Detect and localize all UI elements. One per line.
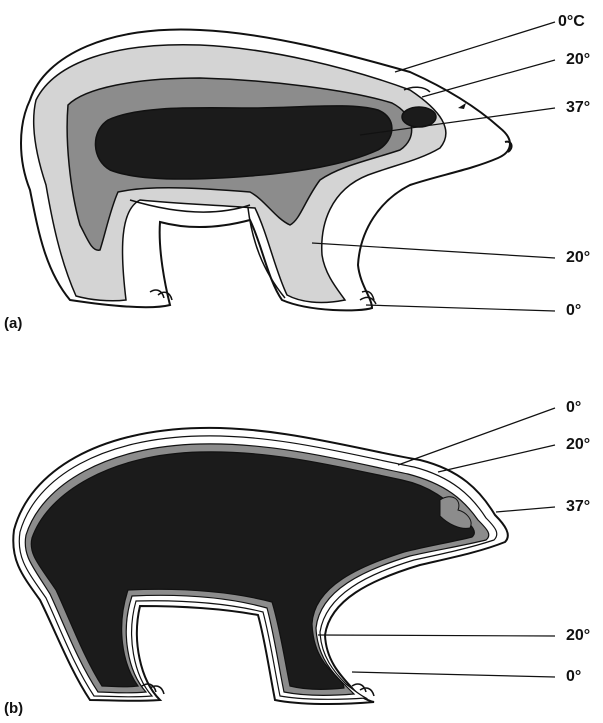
bear-a-eye bbox=[402, 107, 436, 127]
temp-label-b-20-top: 20° bbox=[566, 437, 590, 453]
temp-label-a-37: 37° bbox=[566, 100, 590, 116]
leader-a-0c-top bbox=[395, 22, 555, 72]
panel-a-label: (a) bbox=[4, 315, 22, 332]
leader-b-37 bbox=[496, 507, 555, 512]
bear-b-core bbox=[31, 452, 474, 689]
leader-a-0-bottom bbox=[366, 305, 555, 311]
leader-b-20-bottom bbox=[318, 635, 555, 636]
leader-b-0-bottom bbox=[352, 672, 555, 677]
leader-b-0-top bbox=[398, 408, 555, 465]
temp-label-b-37: 37° bbox=[566, 499, 590, 515]
bear-b bbox=[13, 428, 508, 704]
temp-label-a-20-top: 20° bbox=[566, 52, 590, 68]
temp-label-b-0-top: 0° bbox=[566, 400, 581, 416]
panel-b-label: (b) bbox=[4, 700, 23, 717]
temp-label-a-0c-top: 0°C bbox=[558, 14, 585, 30]
leader-a-20-top bbox=[422, 60, 555, 97]
bear-a bbox=[21, 29, 512, 310]
temp-label-b-20-bottom: 20° bbox=[566, 628, 590, 644]
temp-label-a-0-bottom: 0° bbox=[566, 303, 581, 319]
leader-b-20-top bbox=[438, 445, 555, 472]
temp-label-b-0-bottom: 0° bbox=[566, 669, 581, 685]
temp-label-a-20-bottom: 20° bbox=[566, 250, 590, 266]
